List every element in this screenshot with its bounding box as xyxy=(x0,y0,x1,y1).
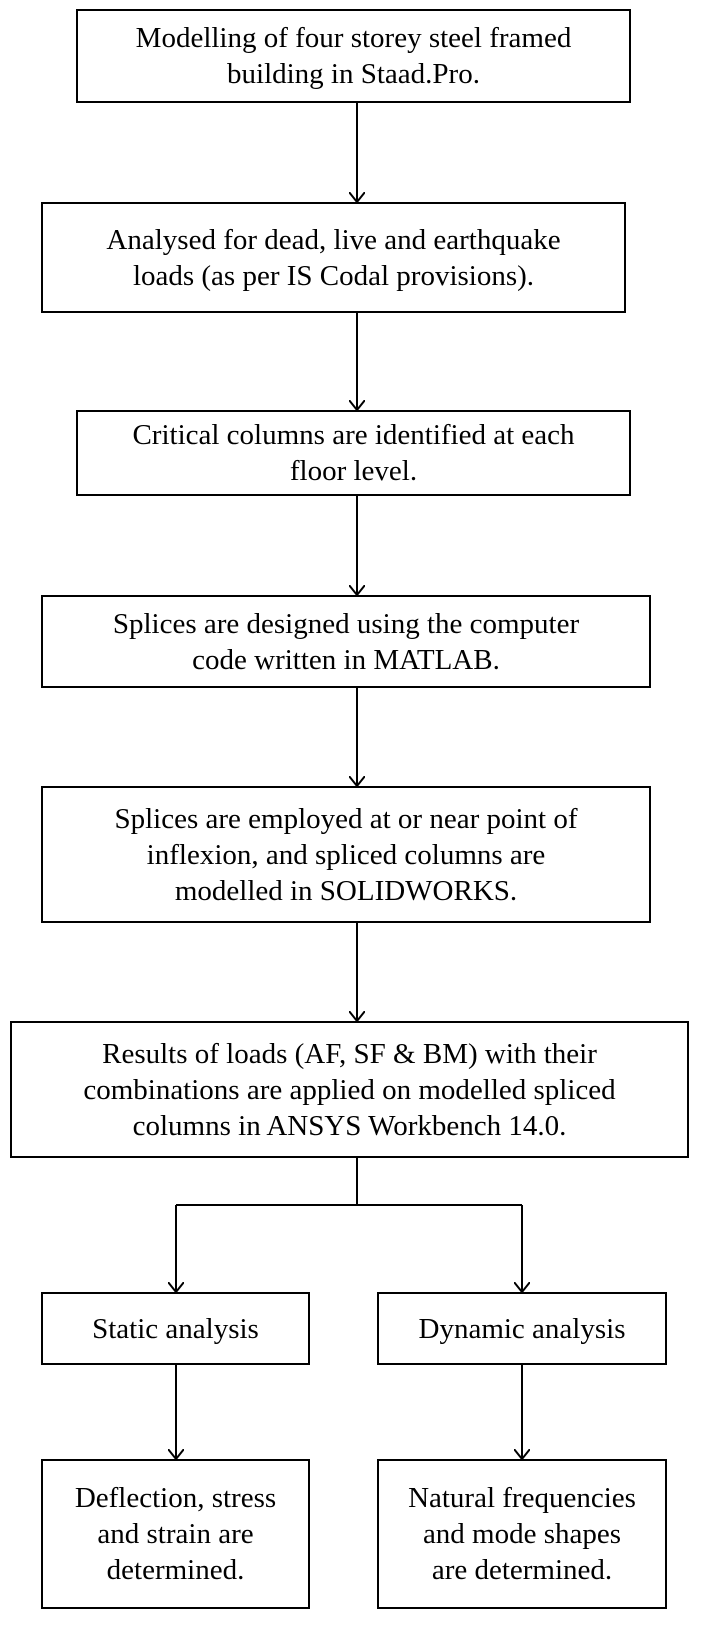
static-result-line-2: and strain are xyxy=(97,1518,254,1550)
step-6-line-2: combinations are applied on modelled spl… xyxy=(83,1073,616,1106)
step-6-line-3: columns in ANSYS Workbench 14.0. xyxy=(132,1109,567,1142)
static-result-box: Deflection, stress and strain are determ… xyxy=(41,1459,310,1609)
step-5-line-1: Splices are employed at or near point of xyxy=(114,802,578,835)
dynamic-result-box: Natural frequencies and mode shapes are … xyxy=(377,1459,667,1609)
step-6-box: Results of loads (AF, SF & BM) with thei… xyxy=(10,1021,689,1158)
step-5-line-3: modelled in SOLIDWORKS. xyxy=(174,874,518,907)
step-2-line-1: Analysed for dead, live and earthquake xyxy=(106,223,561,256)
step-2-box: Analysed for dead, live and earthquake l… xyxy=(41,202,626,313)
step-1-box: Modelling of four storey steel framed bu… xyxy=(76,9,631,103)
step-1-line-2: building in Staad.Pro. xyxy=(227,58,480,90)
step-3-line-2: floor level. xyxy=(289,455,418,487)
static-analysis-label: Static analysis xyxy=(92,1312,259,1345)
dynamic-result-line-1: Natural frequencies xyxy=(408,1482,636,1514)
step-3-line-1: Critical columns are identified at each xyxy=(132,419,575,451)
static-analysis-box: Static analysis xyxy=(41,1292,310,1365)
dynamic-result-line-2: and mode shapes xyxy=(422,1518,622,1550)
step-1-line-1: Modelling of four storey steel framed xyxy=(135,22,572,54)
step-5-box: Splices are employed at or near point of… xyxy=(41,786,651,923)
step-3-box: Critical columns are identified at each … xyxy=(76,410,631,496)
dynamic-analysis-label: Dynamic analysis xyxy=(418,1312,626,1345)
step-4-line-2: code written in MATLAB. xyxy=(192,643,500,676)
step-2-line-2: loads (as per IS Codal provisions). xyxy=(132,259,535,292)
step-5-line-2: inflexion, and spliced columns are xyxy=(146,838,546,871)
static-result-line-3: determined. xyxy=(106,1554,245,1586)
step-4-box: Splices are designed using the computer … xyxy=(41,595,651,688)
step-6-line-1: Results of loads (AF, SF & BM) with thei… xyxy=(102,1037,597,1070)
dynamic-result-line-3: are determined. xyxy=(431,1554,613,1586)
step-4-line-1: Splices are designed using the computer xyxy=(112,607,580,640)
static-result-line-1: Deflection, stress xyxy=(74,1482,277,1514)
dynamic-analysis-box: Dynamic analysis xyxy=(377,1292,667,1365)
